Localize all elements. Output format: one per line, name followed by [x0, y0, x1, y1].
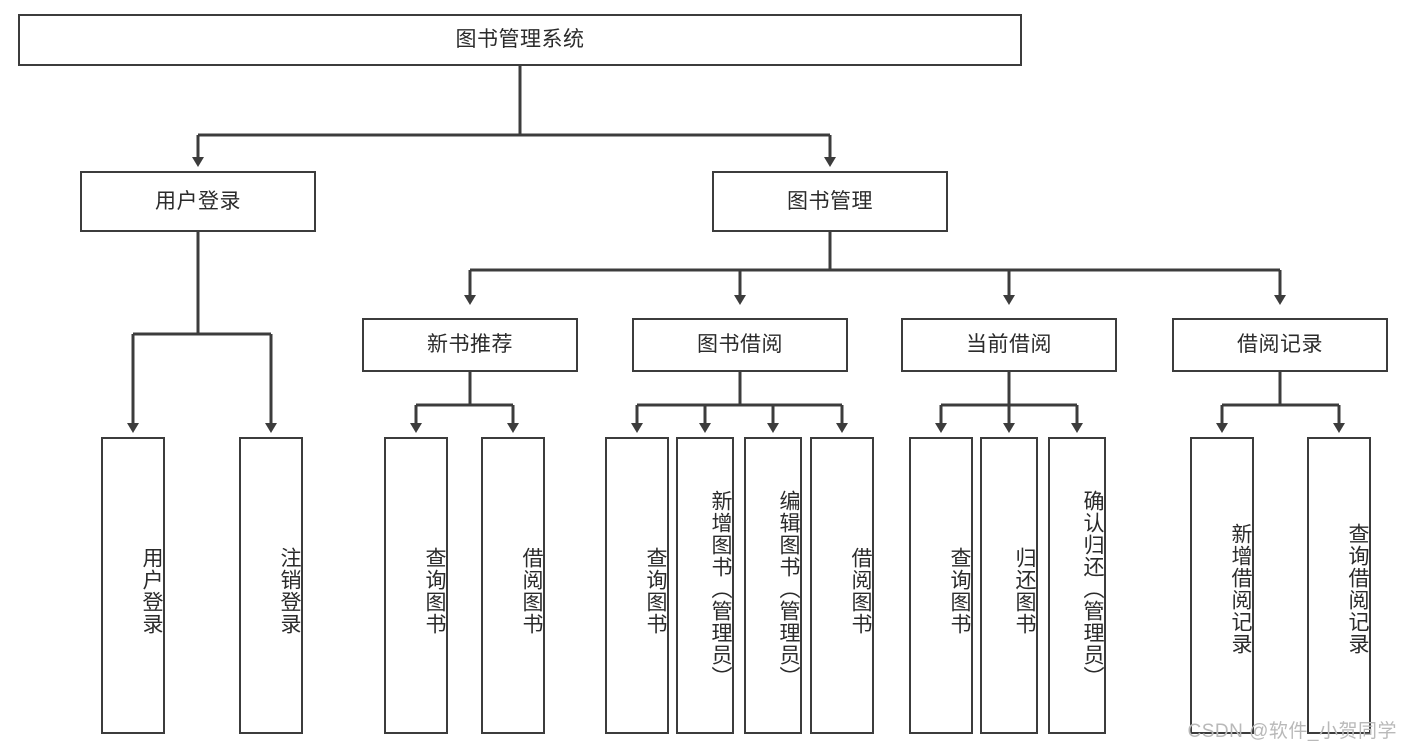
node-book-management[interactable]: 图书管理 — [712, 171, 948, 232]
leaf-current-confirm-return-admin[interactable]: 确认归还（管理员） — [1048, 437, 1106, 734]
node-book-borrow[interactable]: 图书借阅 — [632, 318, 848, 372]
leaf-recommend-borrow-book[interactable]: 借阅图书 — [481, 437, 545, 734]
node-new-book-recommend[interactable]: 新书推荐 — [362, 318, 578, 372]
node-root-system[interactable]: 图书管理系统 — [18, 14, 1022, 66]
leaf-current-return-book[interactable]: 归还图书 — [980, 437, 1038, 734]
watermark-text: CSDN @软件_小贺同学 — [1187, 721, 1397, 742]
leaf-record-add-record[interactable]: 新增借阅记录 — [1190, 437, 1254, 734]
leaf-borrow-query-book[interactable]: 查询图书 — [605, 437, 669, 734]
node-user-login[interactable]: 用户登录 — [80, 171, 316, 232]
leaf-borrow-edit-book-admin[interactable]: 编辑图书（管理员） — [744, 437, 802, 734]
leaf-recommend-query-book[interactable]: 查询图书 — [384, 437, 448, 734]
leaf-record-query-record[interactable]: 查询借阅记录 — [1307, 437, 1371, 734]
leaf-current-query-book[interactable]: 查询图书 — [909, 437, 973, 734]
leaf-borrow-add-book-admin[interactable]: 新增图书（管理员） — [676, 437, 734, 734]
node-borrow-record[interactable]: 借阅记录 — [1172, 318, 1388, 372]
node-current-borrow[interactable]: 当前借阅 — [901, 318, 1117, 372]
leaf-borrow-borrow-book[interactable]: 借阅图书 — [810, 437, 874, 734]
leaf-user-login-signout[interactable]: 注销登录 — [239, 437, 303, 734]
leaf-user-login-signin[interactable]: 用户登录 — [101, 437, 165, 734]
